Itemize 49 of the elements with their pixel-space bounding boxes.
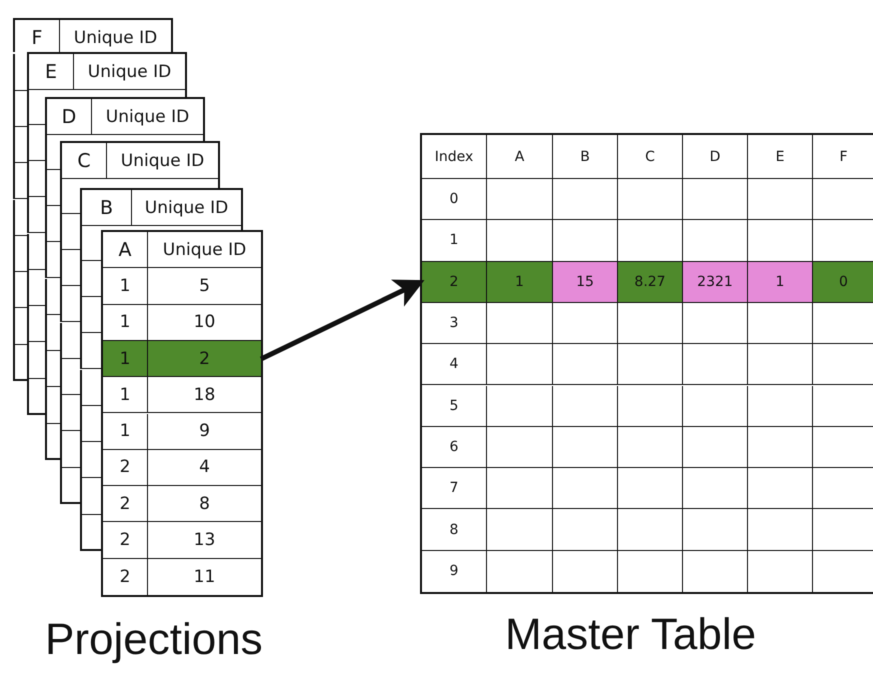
column-header: C xyxy=(618,135,683,179)
row-index: 1 xyxy=(422,220,487,262)
cell-value: 1 xyxy=(103,377,148,414)
column-header: B xyxy=(82,190,132,226)
table-header xyxy=(45,97,205,141)
cell-value: 1 xyxy=(487,262,553,303)
column-header: C xyxy=(62,143,107,180)
table-header xyxy=(27,52,187,97)
row-index: 0 xyxy=(422,179,487,220)
highlighted-row xyxy=(422,262,873,303)
cell-value: 2 xyxy=(103,486,148,522)
column-header: B xyxy=(553,135,618,179)
column-header: D xyxy=(47,99,92,136)
column-header: A xyxy=(103,232,148,268)
cell-value: 0 xyxy=(813,262,873,303)
row-index: 5 xyxy=(422,386,487,427)
caption: Projections xyxy=(45,615,264,666)
row-index: 3 xyxy=(422,302,487,344)
column-header: Index xyxy=(422,135,487,179)
projection-table xyxy=(101,230,263,597)
column-header: E xyxy=(748,135,813,179)
column-header: D xyxy=(683,135,748,179)
row-index: 9 xyxy=(422,550,487,592)
column-header: E xyxy=(29,54,74,90)
arrow xyxy=(260,280,424,362)
column-header: A xyxy=(487,135,553,179)
row-index: 8 xyxy=(422,509,487,551)
row-index: 7 xyxy=(422,468,487,510)
cell-value: 10 xyxy=(148,304,261,341)
cell-value: 1 xyxy=(748,262,813,303)
table-header xyxy=(13,18,173,52)
cell-value: 8.27 xyxy=(618,262,683,303)
table-header xyxy=(60,141,220,188)
cell-value: 2 xyxy=(103,522,148,559)
row-index: 4 xyxy=(422,344,487,386)
master-table xyxy=(420,133,873,594)
cell-value: 15 xyxy=(553,262,618,303)
cell-value: 1 xyxy=(103,268,148,305)
highlighted-row xyxy=(103,340,261,378)
cell-value: 1 xyxy=(103,414,148,450)
caption: Master Table xyxy=(505,610,758,661)
table-header xyxy=(80,188,243,230)
cell-value: 2 xyxy=(103,558,148,595)
cell-value: 1 xyxy=(103,340,148,378)
row-index: 6 xyxy=(422,426,487,468)
cell-value: 1 xyxy=(103,304,148,341)
cell-value: 2321 xyxy=(683,262,748,303)
row-index: 2 xyxy=(422,262,487,303)
cell-value: 2 xyxy=(103,450,148,486)
